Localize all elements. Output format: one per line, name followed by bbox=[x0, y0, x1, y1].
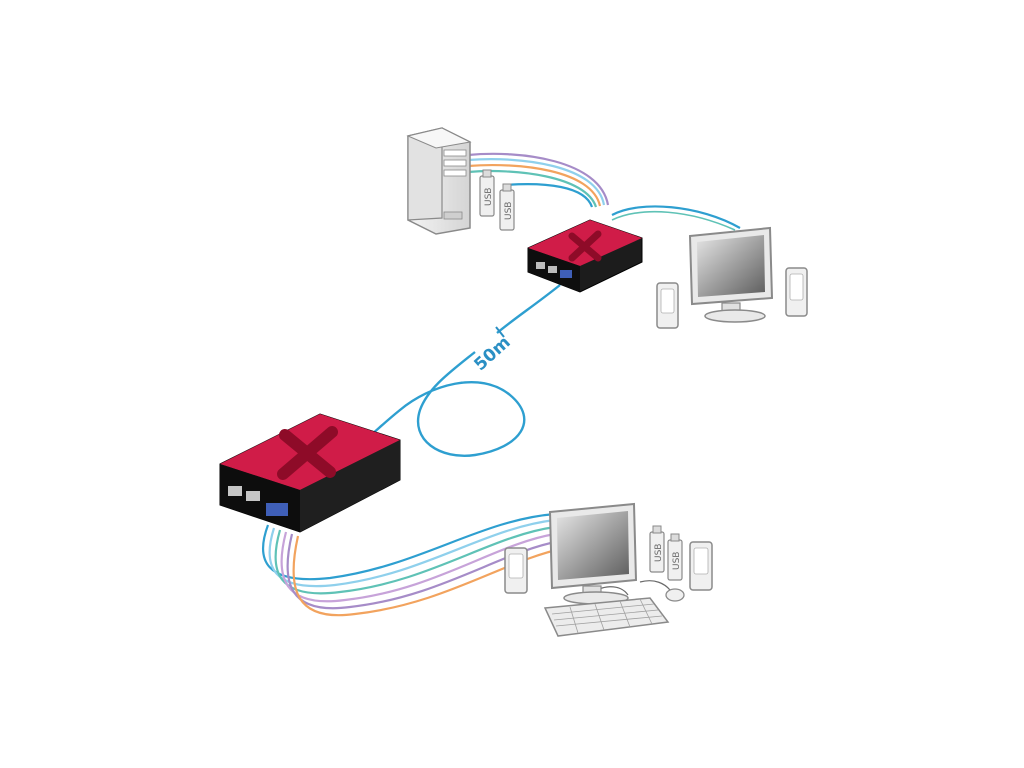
kvm-extender-icon bbox=[527, 219, 643, 293]
usb-drive-icon: USB bbox=[479, 169, 495, 217]
distance-label: 50m bbox=[470, 332, 514, 375]
mouse-icon bbox=[665, 588, 685, 602]
monitor-cable bbox=[611, 205, 741, 229]
speaker-icon bbox=[656, 282, 679, 329]
speaker-icon bbox=[785, 267, 808, 317]
svg-text:USB: USB bbox=[484, 188, 494, 206]
monitor-cable-2 bbox=[611, 210, 736, 231]
usb-drive-icon: USB bbox=[649, 525, 665, 573]
speaker-icon bbox=[689, 541, 713, 591]
monitor-icon bbox=[548, 502, 638, 605]
mouse-cord bbox=[639, 580, 671, 591]
keyboard-icon bbox=[543, 597, 670, 637]
usb-drive-icon: USB bbox=[667, 533, 683, 581]
distance-tick-top bbox=[495, 326, 505, 338]
kvm-extender-icon bbox=[219, 413, 401, 533]
speaker-icon bbox=[504, 547, 528, 594]
usb-drive-icon: USB bbox=[499, 183, 515, 231]
cat-link-cable bbox=[364, 284, 561, 457]
svg-text:USB: USB bbox=[654, 544, 664, 562]
pc-tower-icon bbox=[406, 127, 472, 235]
svg-text:USB: USB bbox=[672, 552, 682, 570]
svg-text:USB: USB bbox=[504, 202, 514, 220]
monitor-icon bbox=[688, 226, 774, 323]
